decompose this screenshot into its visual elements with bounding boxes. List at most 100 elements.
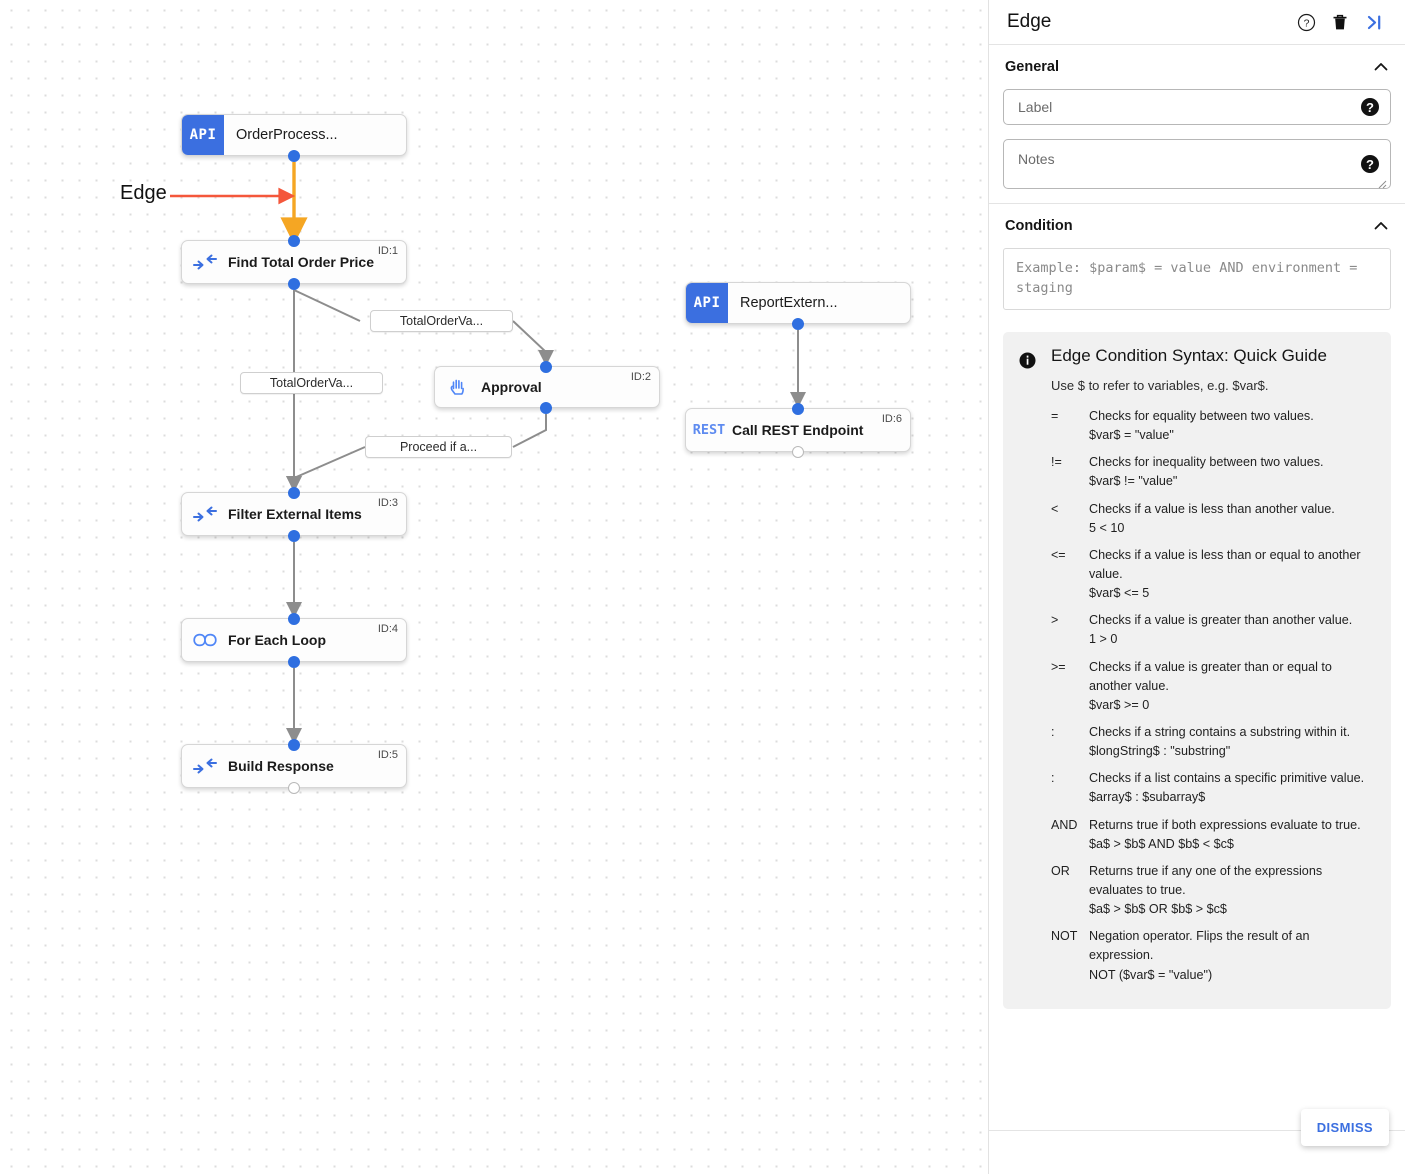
condition-input[interactable]: Example: $param$ = value AND environment… bbox=[1003, 248, 1391, 310]
node-output-handle[interactable] bbox=[288, 782, 300, 794]
node-output-handle[interactable] bbox=[540, 402, 552, 414]
section-general: General Label ? Notes ? bbox=[989, 45, 1405, 189]
guide-operator-desc-text: Checks if a string contains a substring … bbox=[1089, 724, 1351, 739]
hand-icon bbox=[435, 377, 481, 397]
node-filter-external-items[interactable]: Filter External Items ID:3 bbox=[181, 492, 407, 536]
node-find-total-order-price[interactable]: Find Total Order Price ID:1 bbox=[181, 240, 407, 284]
node-input-handle[interactable] bbox=[288, 487, 300, 499]
node-id-badge: ID:5 bbox=[377, 749, 398, 761]
guide-operator-symbol: AND bbox=[1051, 817, 1078, 832]
help-circle-icon[interactable]: ? bbox=[1289, 5, 1323, 39]
edge-label[interactable]: TotalOrderVa... bbox=[370, 310, 513, 332]
flow-canvas[interactable]: Edge API OrderProcess... Find Total Orde… bbox=[0, 0, 988, 1174]
guide-operator-symbol: > bbox=[1051, 613, 1059, 628]
guide-operator-description: Checks if a value is less than or equal … bbox=[1089, 546, 1375, 603]
guide-operator-row: NOT Negation operator. Flips the result o… bbox=[1051, 927, 1375, 984]
guide-operator-desc-text: Checks for inequality between two values… bbox=[1089, 455, 1324, 470]
node-input-handle[interactable] bbox=[540, 361, 552, 373]
guide-operator-symbol: NOT bbox=[1051, 929, 1078, 944]
node-title: For Each Loop bbox=[228, 632, 326, 648]
node-output-handle[interactable] bbox=[288, 530, 300, 542]
api-badge-icon: API bbox=[182, 115, 224, 155]
node-output-handle[interactable] bbox=[288, 656, 300, 668]
notes-field-placeholder: Notes bbox=[1018, 151, 1055, 167]
rest-badge-icon: REST bbox=[692, 422, 726, 438]
node-orderprocess[interactable]: API OrderProcess... bbox=[181, 114, 407, 156]
chevron-up-icon[interactable] bbox=[1373, 59, 1389, 75]
guide-operator-desc-text: Checks if a value is greater than anothe… bbox=[1089, 613, 1353, 628]
label-field[interactable]: Label ? bbox=[1003, 89, 1391, 125]
section-general-header[interactable]: General bbox=[1003, 45, 1391, 89]
notes-resize-handle[interactable] bbox=[1377, 176, 1387, 189]
guide-title: Edge Condition Syntax: Quick Guide bbox=[1051, 346, 1327, 365]
section-condition-header[interactable]: Condition bbox=[1003, 204, 1391, 248]
info-icon bbox=[1019, 346, 1037, 993]
guide-operator-desc-text: Returns true if both expressions evaluat… bbox=[1089, 817, 1361, 832]
guide-operator-list: =Checks for equality between two values.… bbox=[1051, 407, 1375, 985]
edge-label-a-to-2 bbox=[512, 320, 554, 366]
guide-operator-desc-text: Checks for equality between two values. bbox=[1089, 409, 1314, 423]
notes-field[interactable]: Notes ? bbox=[1003, 139, 1391, 189]
node-input-handle[interactable] bbox=[288, 739, 300, 751]
node-reportextern[interactable]: API ReportExtern... bbox=[685, 282, 911, 324]
node-id-badge: ID:2 bbox=[630, 371, 651, 383]
api-badge-icon: API bbox=[686, 283, 728, 323]
guide-operator-description: Returns true if both expressions evaluat… bbox=[1089, 816, 1375, 854]
dismiss-button[interactable]: DISMISS bbox=[1300, 1109, 1389, 1146]
section-general-title: General bbox=[1005, 59, 1059, 75]
collapse-panel-icon[interactable] bbox=[1357, 5, 1391, 39]
merge-arrows-icon bbox=[182, 758, 228, 774]
node-id-badge: ID:3 bbox=[377, 497, 398, 509]
node-title: Call REST Endpoint bbox=[732, 422, 864, 438]
guide-operator-description: Checks if a value is less than another v… bbox=[1089, 500, 1375, 538]
node-approval[interactable]: Approval ID:2 bbox=[434, 366, 660, 408]
node-input-handle[interactable] bbox=[288, 235, 300, 247]
node-build-response[interactable]: Build Response ID:5 bbox=[181, 744, 407, 788]
guide-operator-desc-text: Checks if a value is less than or equal … bbox=[1089, 547, 1361, 581]
node-title: Filter External Items bbox=[228, 506, 362, 522]
guide-operator-symbol: : bbox=[1051, 724, 1055, 739]
label-help-icon[interactable]: ? bbox=[1361, 98, 1379, 116]
panel-header: Edge ? bbox=[989, 0, 1405, 45]
node-title: Build Response bbox=[228, 758, 334, 774]
guide-operator-example: $a$ > $b$ OR $b$ > $c$ bbox=[1089, 902, 1227, 917]
node-title: OrderProcess... bbox=[236, 127, 338, 143]
svg-text:?: ? bbox=[1303, 17, 1309, 29]
guide-operator-example: $var$ != "value" bbox=[1089, 474, 1178, 489]
node-input-handle[interactable] bbox=[288, 613, 300, 625]
node-for-each-loop[interactable]: For Each Loop ID:4 bbox=[181, 618, 407, 662]
guide-operator-row: <=Checks if a value is less than or equa… bbox=[1051, 546, 1375, 603]
condition-syntax-guide: Edge Condition Syntax: Quick Guide Use $… bbox=[1003, 332, 1391, 1009]
node-output-handle[interactable] bbox=[288, 150, 300, 162]
edge-2-to-label-c bbox=[512, 414, 547, 448]
guide-operator-row: : Checks if a string contains a substring… bbox=[1051, 723, 1375, 761]
node-output-handle[interactable] bbox=[792, 318, 804, 330]
trash-icon[interactable] bbox=[1323, 5, 1357, 39]
guide-operator-row: >=Checks if a value is greater than or e… bbox=[1051, 658, 1375, 715]
node-id-badge: ID:6 bbox=[881, 413, 902, 425]
infinity-icon bbox=[182, 633, 228, 647]
guide-operator-description: Checks if a value is greater than anothe… bbox=[1089, 611, 1375, 649]
chevron-up-icon[interactable] bbox=[1373, 218, 1389, 234]
guide-operator-row: > Checks if a value is greater than anoth… bbox=[1051, 611, 1375, 649]
panel-footer: DISMISS bbox=[989, 1109, 1405, 1174]
guide-operator-example: $a$ > $b$ AND $b$ < $c$ bbox=[1089, 836, 1234, 851]
edge-1-to-label-a bbox=[293, 289, 361, 322]
edge-label[interactable]: TotalOrderVa... bbox=[240, 372, 383, 394]
notes-help-icon[interactable]: ? bbox=[1361, 155, 1379, 173]
node-output-handle[interactable] bbox=[792, 446, 804, 458]
node-title: Find Total Order Price bbox=[228, 254, 374, 270]
panel-scroll-area[interactable]: General Label ? Notes ? bbox=[989, 45, 1405, 1130]
edge-label-c-to-3 bbox=[286, 446, 366, 492]
edge-label[interactable]: Proceed if a... bbox=[365, 436, 512, 458]
guide-operator-description: Checks if a string contains a substring … bbox=[1089, 723, 1375, 761]
node-output-handle[interactable] bbox=[288, 278, 300, 290]
guide-operator-example: 5 < 10 bbox=[1089, 520, 1125, 535]
guide-operator-symbol: OR bbox=[1051, 863, 1070, 878]
guide-operator-example: $var$ >= 0 bbox=[1089, 697, 1150, 712]
guide-operator-desc-text: Negation operator. Flips the result of a… bbox=[1089, 929, 1310, 963]
edge-properties-panel: Edge ? bbox=[988, 0, 1405, 1174]
section-condition-title: Condition bbox=[1005, 218, 1073, 234]
node-input-handle[interactable] bbox=[792, 403, 804, 415]
